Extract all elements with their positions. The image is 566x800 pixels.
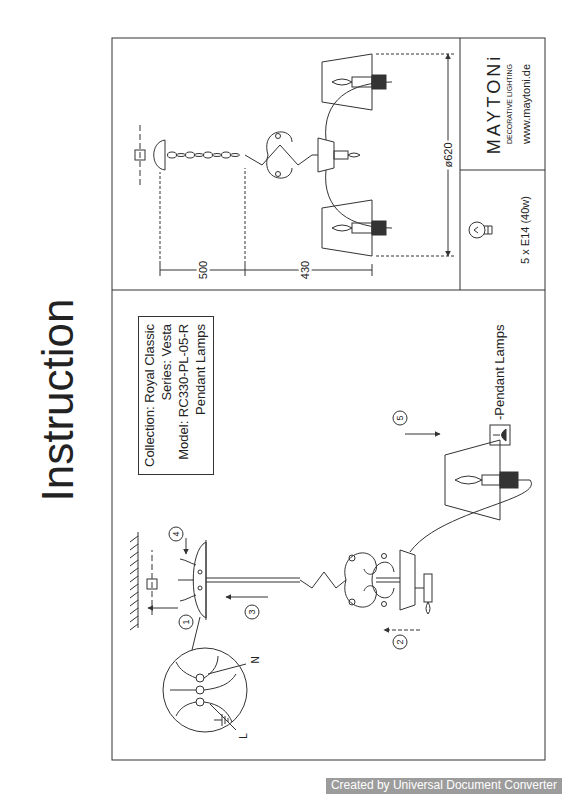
- chain-link: [204, 152, 213, 158]
- info-line: Pendant Lamps: [193, 324, 210, 467]
- callout-number: 4: [171, 531, 181, 536]
- callout-number: 5: [395, 415, 405, 420]
- ceiling-hatch: [130, 584, 138, 590]
- info-line: Model: RC330-PL-05-R: [176, 324, 193, 467]
- wire-label: L: [238, 733, 250, 739]
- bulb-spec: 5 x E14 (40w): [519, 196, 532, 264]
- callout-number: 1: [181, 619, 191, 624]
- chain-link: [177, 154, 186, 157]
- info-box: Collection: Royal ClassicSeries: VestaMo…: [138, 316, 214, 475]
- ceiling-hatch: [130, 600, 138, 606]
- ceiling-hatch: [130, 592, 138, 598]
- brand-tagline: DECORATIVE LIGHTING: [506, 64, 514, 144]
- dimension: 430: [299, 259, 312, 281]
- ceiling-hatch: [130, 576, 138, 582]
- info-line: Collection: Royal Classic: [142, 324, 159, 467]
- divider: [112, 290, 545, 291]
- callout-number: 3: [247, 609, 257, 614]
- watermark: Created by Universal Document Converter: [326, 778, 562, 794]
- pendant-icon: [490, 425, 510, 445]
- chain-link: [231, 154, 240, 157]
- ceiling-hatch: [130, 544, 138, 550]
- dimension-drawing: [135, 54, 454, 276]
- ceiling-hatch: [130, 608, 138, 614]
- divider: [460, 170, 545, 171]
- bulb-icon: [469, 222, 492, 238]
- dimension: ø620: [442, 140, 455, 169]
- chain-link: [213, 154, 222, 157]
- website: www.maytoni.de: [520, 64, 533, 144]
- frame: [112, 38, 545, 760]
- info-line: Series: Vesta: [159, 324, 176, 467]
- title: Instruction: [33, 299, 84, 502]
- ceiling-hatch: [130, 536, 138, 542]
- wire-label: N: [250, 656, 262, 663]
- dimension: 500: [197, 259, 210, 281]
- ceiling-hatch: [130, 552, 138, 558]
- chain-link: [222, 152, 231, 158]
- brand-logo: MAYTONi: [484, 54, 505, 154]
- ceiling-hatch: [130, 560, 138, 566]
- chain-link: [195, 154, 204, 157]
- ceiling-hatch: [130, 568, 138, 574]
- ceiling-hatch: [130, 616, 138, 622]
- chain-link: [168, 152, 177, 158]
- chain-link: [186, 152, 195, 158]
- ceiling-hatch: [130, 624, 138, 630]
- legend-text: -Pendant Lamps: [493, 325, 508, 420]
- divider: [460, 38, 461, 290]
- callout-number: 2: [395, 639, 405, 644]
